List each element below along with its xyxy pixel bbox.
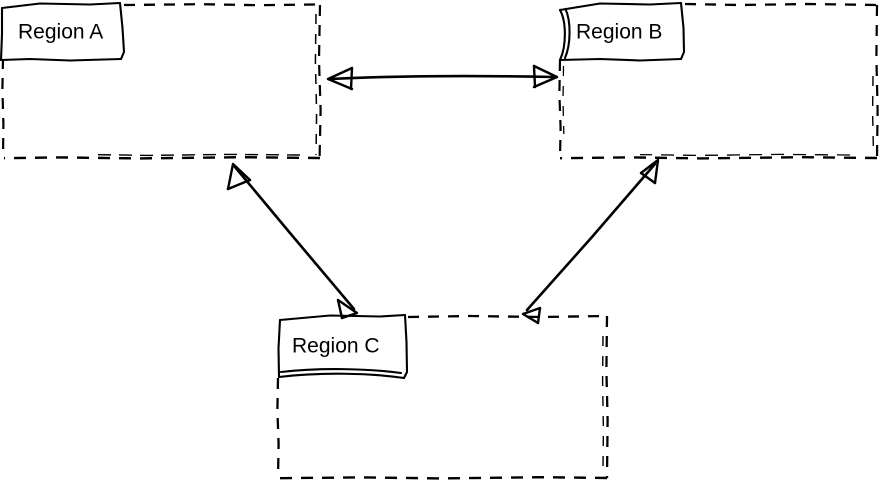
connector-b-c[interactable]	[521, 158, 660, 325]
region-a-label: Region A	[18, 21, 103, 44]
region-b-label: Region B	[576, 21, 662, 44]
region-b-label-box[interactable]: Region B	[558, 1, 686, 62]
region-c-label-box[interactable]: Region C	[277, 313, 409, 380]
connector-a-b[interactable]	[326, 64, 559, 91]
region-a-label-box[interactable]: Region A	[0, 1, 126, 62]
region-c-container-border	[276, 314, 609, 480]
region-a-container-border	[1, 3, 322, 160]
region-c-label: Region C	[292, 335, 380, 358]
region-b-group[interactable]: Region B	[558, 1, 879, 160]
connector-a-c[interactable]	[226, 162, 359, 320]
region-c-group[interactable]: Region C	[276, 313, 609, 480]
region-b-container-border	[558, 2, 879, 160]
region-a-group[interactable]: Region A	[0, 1, 322, 160]
